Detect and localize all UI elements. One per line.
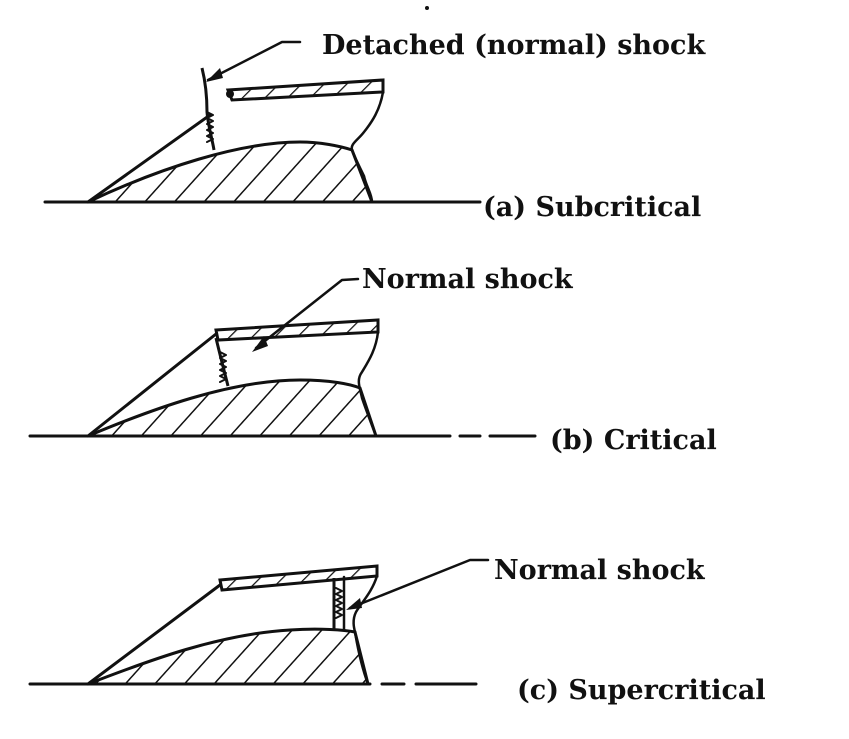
label-critical: (b) Critical bbox=[550, 425, 717, 456]
cowl-a bbox=[225, 78, 385, 102]
shock-zigzag-a bbox=[206, 111, 214, 143]
scan-dot bbox=[425, 6, 429, 10]
cowl-b bbox=[214, 318, 380, 342]
cowl-c bbox=[218, 564, 379, 592]
leader-line-c bbox=[348, 558, 490, 610]
label-detached-shock: Detached (normal) shock bbox=[322, 30, 707, 61]
leader-line-a bbox=[206, 40, 302, 82]
arrowhead-a bbox=[206, 68, 223, 82]
inlet-subcritical bbox=[43, 40, 482, 204]
centerbody-a bbox=[87, 140, 375, 204]
inlet-supercritical bbox=[28, 558, 507, 686]
label-supercritical: (c) Supercritical bbox=[517, 675, 766, 706]
centerbody-b bbox=[87, 378, 379, 438]
centerbody-c bbox=[87, 627, 370, 686]
label-normal-shock-c: Normal shock bbox=[494, 555, 706, 586]
shock-zigzag-c bbox=[335, 587, 343, 619]
leader-line-b bbox=[254, 277, 360, 350]
flow-exit-a bbox=[350, 90, 385, 204]
centerbody-tail-c bbox=[353, 630, 370, 686]
oblique-shock-c bbox=[86, 583, 222, 686]
oblique-shock-a bbox=[86, 113, 212, 204]
label-normal-shock-b: Normal shock bbox=[362, 264, 574, 295]
label-subcritical: (a) Subcritical bbox=[483, 192, 701, 223]
flow-exit-c bbox=[352, 574, 379, 634]
arrowhead-c bbox=[346, 598, 362, 610]
oblique-shock-b bbox=[86, 332, 218, 438]
arrowhead-b bbox=[252, 336, 268, 352]
inlet-critical bbox=[28, 277, 537, 438]
shock-zigzag-b bbox=[219, 351, 227, 383]
flow-exit-b bbox=[357, 330, 380, 438]
